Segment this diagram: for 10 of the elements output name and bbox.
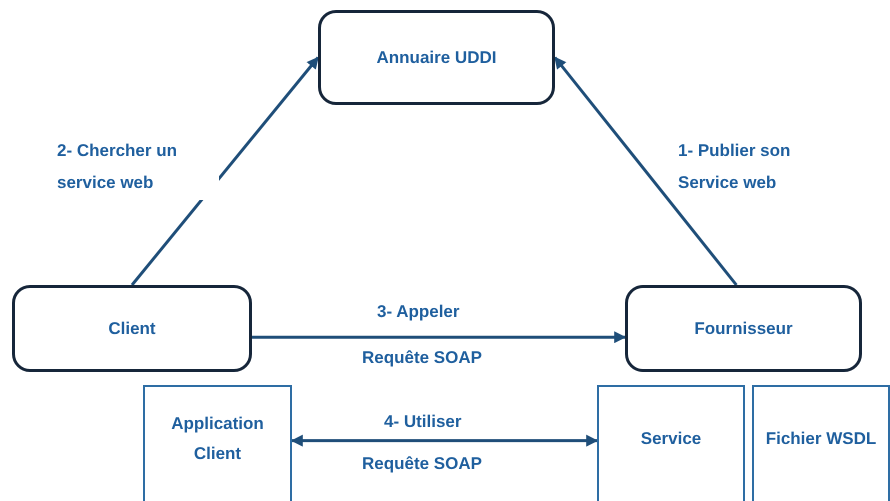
box: Service	[597, 385, 745, 501]
arrow	[130, 56, 320, 286]
arrow	[554, 56, 738, 286]
box: Fichier WSDL	[752, 385, 890, 501]
rounded-box: Fournisseur	[625, 285, 862, 372]
box: Application Client	[143, 385, 292, 501]
rounded-box: Client	[12, 285, 252, 372]
rounded-box: Annuaire UDDI	[318, 10, 555, 105]
arrow	[252, 331, 626, 344]
arrow	[290, 434, 598, 447]
